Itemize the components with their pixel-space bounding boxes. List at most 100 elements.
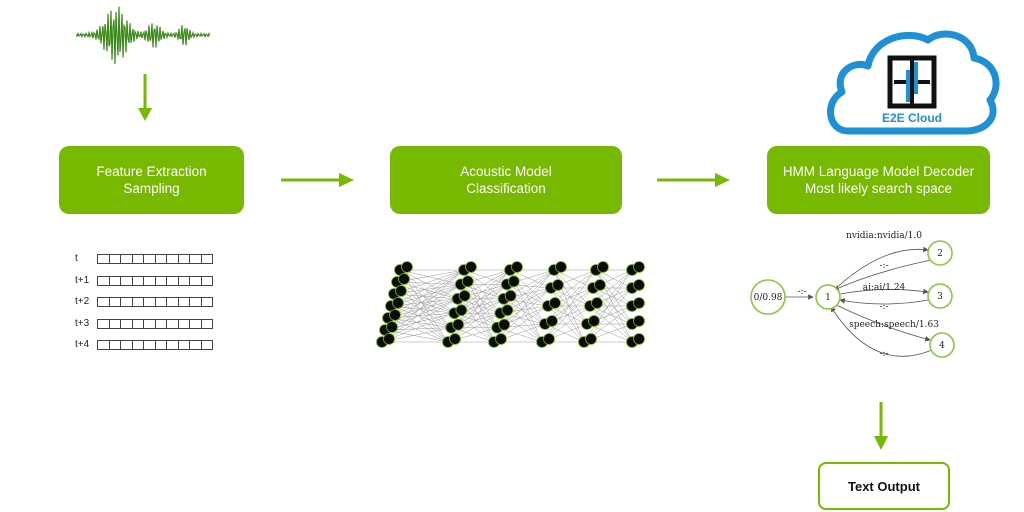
nn-neuron: [633, 279, 645, 291]
nn-neuron: [585, 333, 597, 345]
nn-connection: [509, 269, 552, 289]
arc-label-ai: ai:ai/1.24: [863, 283, 906, 293]
nn-neuron: [501, 304, 514, 317]
acoustic-model-box: Acoustic Model Classification: [390, 146, 622, 214]
neural-network-icon: [376, 261, 645, 348]
frame-label: t+1: [75, 274, 90, 286]
nn-neuron: [633, 315, 645, 327]
arrow-right-1: [281, 173, 354, 187]
nn-neuron: [401, 261, 413, 273]
nn-connection: [393, 293, 455, 314]
nn-connection: [509, 269, 549, 307]
feature-extraction-box: Feature Extraction Sampling: [59, 146, 244, 214]
node-3: 3: [927, 283, 953, 309]
nn-connection: [384, 284, 461, 331]
nn-connection: [384, 269, 465, 331]
nn-connection: [592, 287, 633, 343]
nn-neuron: [461, 275, 474, 288]
frame-label: t+2: [75, 296, 90, 307]
nn-connection: [381, 298, 458, 343]
node-2: 2: [927, 240, 953, 266]
nn-neuron: [383, 333, 395, 345]
nn-connection: [541, 287, 594, 343]
text-output-box: Text Output: [818, 462, 950, 510]
arc-label-eps-0: -:-: [797, 287, 806, 297]
e2e-cloud-logo: E2E Cloud: [827, 30, 1000, 135]
edge-2-1: [833, 259, 932, 291]
frame-vector: [97, 254, 213, 264]
frame-vector: [97, 297, 213, 307]
nn-neuron: [395, 285, 407, 297]
edge-3-1: [839, 298, 929, 305]
acoustic-model-subtitle: Classification: [466, 181, 546, 196]
frame-vector: [97, 318, 213, 329]
svg-text:3: 3: [937, 292, 943, 302]
nn-neuron: [389, 309, 401, 321]
nn-connection: [447, 284, 507, 343]
nn-connection: [586, 269, 633, 325]
nn-connection: [387, 269, 465, 319]
nn-neuron: [594, 279, 606, 291]
svg-text:2: 2: [937, 249, 943, 259]
edge-1-2: [833, 246, 929, 291]
nn-neuron: [504, 289, 517, 302]
nn-neuron: [455, 304, 468, 317]
decoder-title: HMM Language Model Decoder: [782, 164, 975, 179]
wfst-graph: nvidia:nvidia/1.0 -:- ai:ai/1.24 -:- spe…: [750, 231, 955, 359]
nn-neuron: [398, 273, 410, 285]
logo-text: E2E Cloud: [882, 111, 942, 125]
nn-neuron: [633, 297, 645, 309]
decoder-subtitle: Most likely search space: [804, 181, 953, 196]
feature-extraction-title: Feature Extraction: [96, 164, 207, 179]
audio-waveform-icon: [76, 6, 210, 65]
nn-neuron: [633, 261, 645, 273]
nn-connection: [541, 269, 597, 343]
nn-connection: [503, 298, 546, 325]
nn-neuron: [465, 261, 477, 273]
nn-neuron: [588, 315, 600, 327]
nn-neuron: [507, 275, 520, 288]
nn-neuron: [543, 333, 555, 345]
text-output-label: Text Output: [848, 478, 920, 494]
nn-neuron: [452, 318, 465, 331]
arrow-down-2: [874, 402, 888, 450]
nn-connection: [500, 312, 543, 343]
nn-connection: [506, 284, 549, 307]
nn-neuron: [511, 261, 523, 273]
nn-neuron: [495, 333, 507, 345]
edge-1-3: [839, 288, 929, 295]
nn-connection: [592, 287, 633, 307]
frame-label: t+4: [75, 339, 90, 350]
nn-connection: [583, 269, 633, 343]
nn-connection: [493, 287, 552, 343]
nn-neuron: [449, 333, 461, 345]
nn-neuron: [458, 289, 471, 302]
nn-connection: [396, 281, 455, 314]
frame-label: t+3: [75, 317, 90, 329]
frame-vector: [97, 340, 213, 350]
nn-neuron: [555, 261, 567, 273]
nn-connection: [497, 269, 555, 328]
svg-text:1: 1: [825, 293, 831, 303]
arc-label-eps-4: -:-: [879, 349, 888, 359]
arrow-down-1: [138, 74, 152, 121]
nn-connection: [396, 281, 458, 300]
node-0: 0/0.98: [750, 279, 786, 315]
acoustic-model-title: Acoustic Model: [460, 164, 552, 179]
svg-text:4: 4: [939, 341, 945, 351]
nn-connection: [451, 269, 511, 328]
decoder-box: HMM Language Model Decoder Most likely s…: [767, 146, 990, 214]
edge-4-1: [830, 306, 933, 357]
nn-neuron: [633, 333, 645, 345]
edge-1-4: [833, 303, 931, 342]
nn-neuron: [392, 297, 404, 309]
nn-neuron: [591, 297, 603, 309]
arc-label-eps-2: -:-: [879, 261, 888, 271]
frame-vector: [97, 275, 213, 286]
feature-extraction-subtitle: Sampling: [123, 181, 180, 196]
arc-label-speech: speech:speech/1.63: [849, 320, 939, 330]
nn-neuron: [597, 261, 609, 273]
nn-neuron: [549, 297, 561, 309]
nn-neuron: [552, 279, 564, 291]
